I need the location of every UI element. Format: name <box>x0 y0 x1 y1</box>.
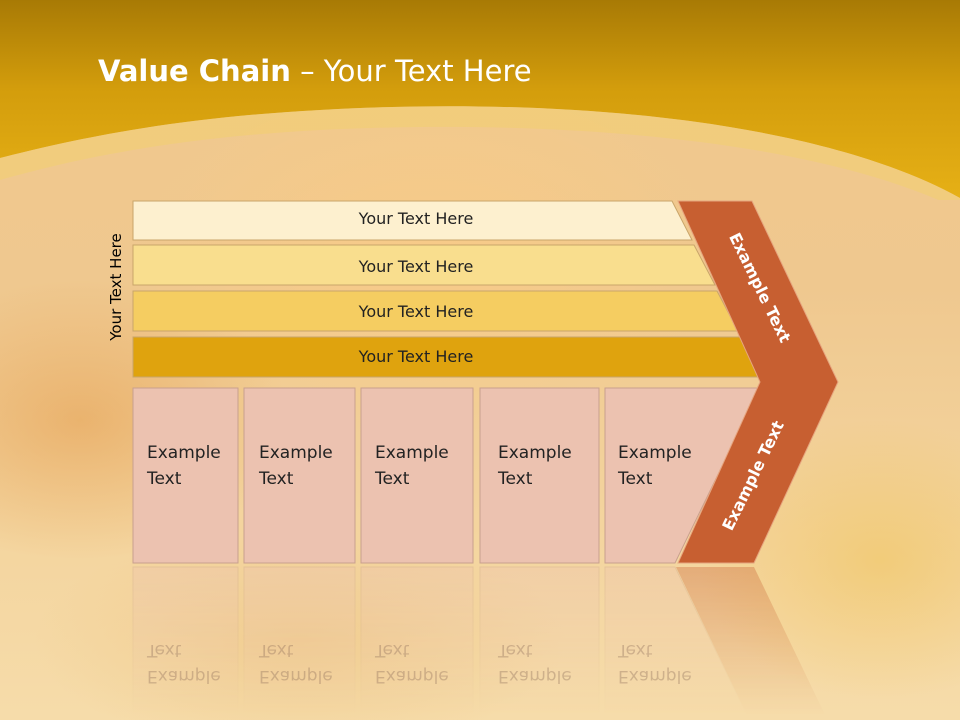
reflection-box-4-line1: Example <box>498 666 572 686</box>
slide-title: Value Chain – Your Text Here <box>98 54 532 88</box>
bar-2-label: Your Text Here <box>358 257 474 276</box>
reflection-box-2-line1: Example <box>259 666 333 686</box>
header-band <box>0 0 960 200</box>
activity-box-3 <box>360 387 474 564</box>
activity-box-2-text: Example Text <box>259 440 333 492</box>
activity-box-2-line2: Text <box>259 469 294 489</box>
bar-1 <box>132 200 693 241</box>
activity-box-1-line1: Example <box>147 443 221 463</box>
activity-box-5-line1: Example <box>618 443 692 463</box>
reflection-box-1-text: Example Text <box>147 637 221 689</box>
reflection-box-4-line2: Text <box>498 640 533 660</box>
reflection-box-4-text: Example Text <box>498 637 572 689</box>
activity-box-4-line1: Example <box>498 443 572 463</box>
bar-2 <box>132 244 716 286</box>
reflection-box-3-text: Example Text <box>375 637 449 689</box>
activity-box-1-text: Example Text <box>147 440 221 492</box>
activity-box-4 <box>479 387 600 564</box>
title-bold: Value Chain <box>98 54 291 88</box>
title-rest: – Your Text Here <box>290 54 532 88</box>
activity-box-3-line2: Text <box>375 469 410 489</box>
activity-box-5-text: Example Text <box>618 440 692 492</box>
margin-chevron <box>677 200 839 564</box>
activity-box-4-line2: Text <box>498 469 533 489</box>
activity-box-3-text: Example Text <box>375 440 449 492</box>
activity-box-2-line1: Example <box>259 443 333 463</box>
bar-3-label: Your Text Here <box>358 302 474 321</box>
activity-box-3-line1: Example <box>375 443 449 463</box>
reflection-box-5-line2: Text <box>618 640 653 660</box>
bar-4-label: Your Text Here <box>358 347 474 366</box>
reflection <box>132 566 828 720</box>
reflection-box-3-line2: Text <box>375 640 410 660</box>
reflection-box-1-line1: Example <box>147 666 221 686</box>
activity-box-4-text: Example Text <box>498 440 572 492</box>
reflection-box-1-line2: Text <box>147 640 182 660</box>
reflection-box-2-line2: Text <box>259 640 294 660</box>
bar-1-label: Your Text Here <box>358 209 474 228</box>
reflection-box-2-text: Example Text <box>259 637 333 689</box>
reflection-box-5-line1: Example <box>618 666 692 686</box>
activity-box-5-line2: Text <box>618 469 653 489</box>
activity-box-5 <box>604 387 761 564</box>
reflection-box-3-line1: Example <box>375 666 449 686</box>
activity-box-2 <box>243 387 356 564</box>
activity-box-1 <box>132 387 239 564</box>
reflection-box-5-text: Example Text <box>618 637 692 689</box>
activity-box-1-line2: Text <box>147 469 182 489</box>
